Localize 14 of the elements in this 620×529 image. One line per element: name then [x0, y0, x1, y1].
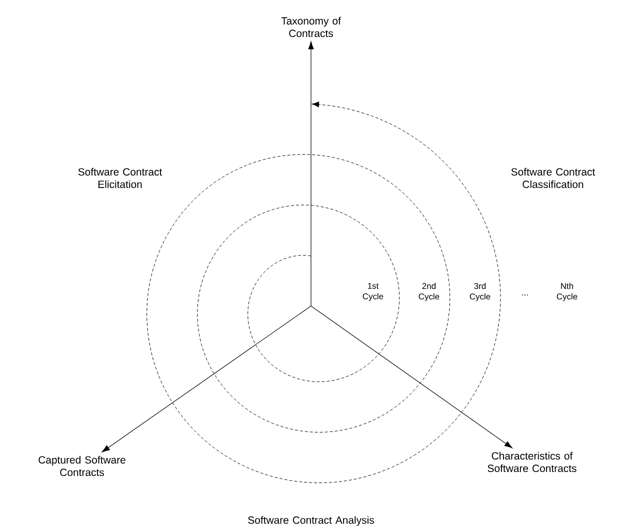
arrow — [310, 306, 512, 448]
axis-label: Captured Software Contracts — [38, 456, 126, 476]
cycle-label: Nth Cycle — [556, 282, 578, 302]
cycle-label: 3rd Cycle — [470, 282, 490, 302]
phase-label: Software Contract Analysis — [248, 516, 374, 526]
arrow — [102, 306, 312, 452]
cycle-label: 2nd Cycle — [418, 282, 440, 302]
arrow — [308, 41, 314, 306]
phase-label: Software Contract Classification — [511, 168, 596, 188]
cycle-label: ... — [522, 294, 528, 296]
phase-label: Software Contract Elicitation — [78, 168, 162, 188]
cycle-label: 1st Cycle — [362, 282, 384, 301]
axis-label: Characteristics of Software Contracts — [488, 452, 576, 472]
axis-label: Taxonomy of Contracts — [281, 16, 341, 38]
